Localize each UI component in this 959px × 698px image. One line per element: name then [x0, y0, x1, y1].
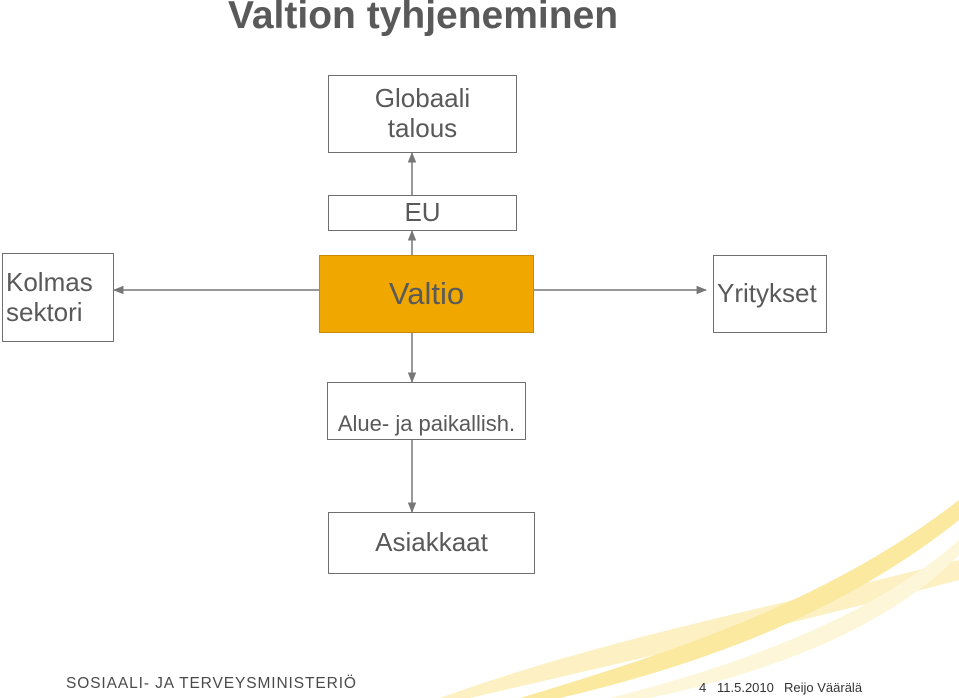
node-valtio: Valtio	[319, 255, 534, 333]
page-number: 4	[699, 680, 707, 695]
slide-title: Valtion tyhjeneminen	[228, 0, 619, 37]
node-label: Yritykset	[717, 278, 817, 309]
node-globaali-talous: Globaali talous	[328, 75, 517, 153]
node-asiakkaat: Asiakkaat	[328, 512, 535, 574]
node-eu: EU	[328, 195, 517, 231]
node-label: EU	[404, 197, 441, 228]
node-label: Valtio	[388, 276, 465, 312]
node-alue-ja-paikallish: Alue- ja paikallish.	[327, 382, 526, 440]
ministry-logo-text: SOSIAALI- JA TERVEYSMINISTERIÖ	[66, 675, 357, 692]
node-label: Globaali talous	[374, 83, 471, 143]
node-label: Alue- ja paikallish.	[337, 411, 516, 437]
footer-date: 11.5.2010	[717, 680, 774, 695]
node-yritykset: Yritykset	[713, 255, 827, 333]
node-label: Kolmas sektori	[6, 266, 93, 327]
node-kolmas-sektori: Kolmas sektori	[2, 253, 114, 342]
footer-author: Reijo Väärälä	[784, 680, 863, 695]
node-label: Asiakkaat	[375, 527, 488, 558]
